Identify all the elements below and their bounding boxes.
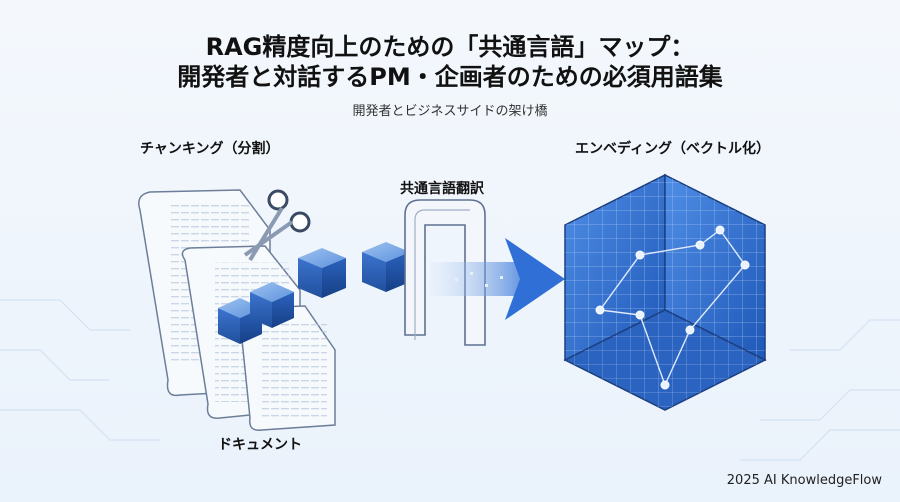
gate-icon bbox=[404, 199, 486, 346]
document-label: ドキュメント bbox=[218, 437, 302, 453]
scissors-icon bbox=[243, 189, 311, 262]
embedding-label: エンベディング（ベクトル化） bbox=[575, 141, 771, 157]
data-cube-icon bbox=[218, 242, 410, 344]
title-line-2: 開発者と対話するPM・企画者のための必須用語集 bbox=[177, 63, 723, 91]
title-line-1: RAG精度向上のための「共通言語」マップ： bbox=[205, 33, 695, 61]
arrow-icon bbox=[430, 238, 565, 320]
vector-space-icon bbox=[563, 173, 767, 411]
footer-credit: 2025 AI KnowledgeFlow bbox=[726, 473, 882, 488]
chunking-label: チャンキング（分割） bbox=[140, 141, 280, 157]
page-title: RAG精度向上のための「共通言語」マップ： 開発者と対話するPM・企画者のための… bbox=[0, 32, 900, 92]
page-subtitle: 開発者とビジネスサイドの架け橋 bbox=[352, 104, 548, 119]
translation-label: 共通言語翻訳 bbox=[400, 181, 484, 197]
circuit-lines bbox=[0, 299, 900, 461]
